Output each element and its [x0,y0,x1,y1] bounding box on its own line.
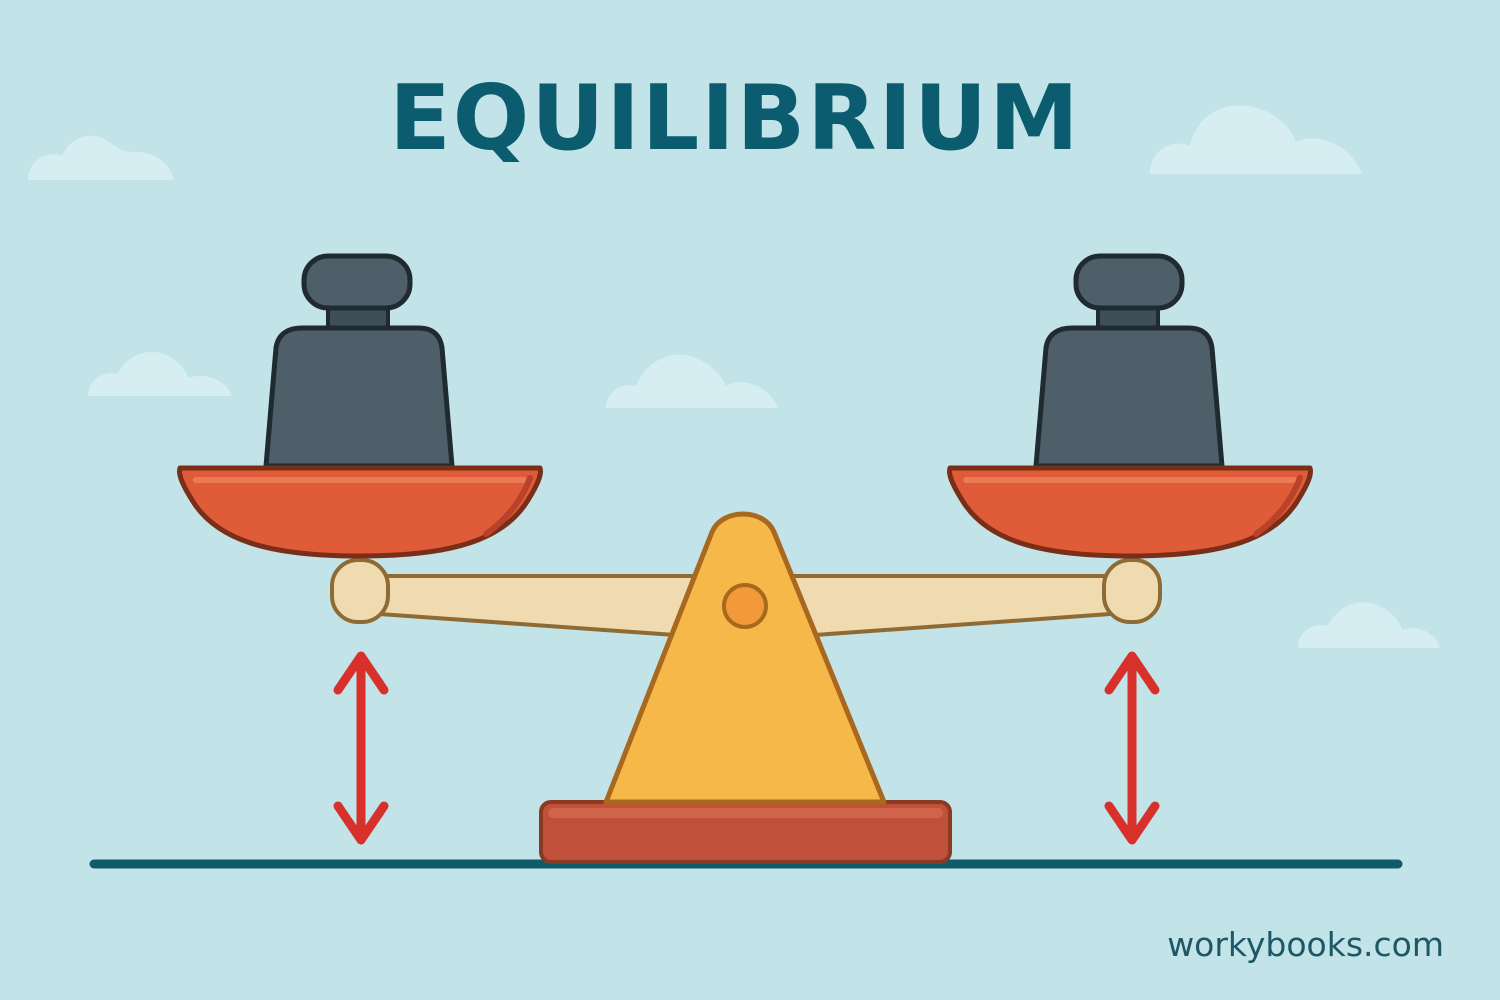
fulcrum-base-highlight [548,808,943,818]
site-watermark: workybooks.com [1167,925,1444,964]
right-pan [947,465,1313,559]
beam-right-end [1102,558,1162,624]
right-weight-icon [1033,253,1225,469]
clouds [28,105,1440,648]
cloud [88,352,232,396]
beam-left-end [330,558,390,624]
left-weight-icon [263,253,455,469]
cloud [28,135,174,180]
fulcrum-icon [603,511,887,805]
pivot-bolt [722,583,768,629]
cloud [606,354,778,408]
cloud [1150,105,1362,174]
right-double-arrow-icon [1104,651,1160,845]
left-pan [177,465,543,559]
page-title: EQUILIBRIUM [389,66,1081,171]
left-double-arrow-icon [333,651,389,845]
cloud [1298,602,1440,648]
